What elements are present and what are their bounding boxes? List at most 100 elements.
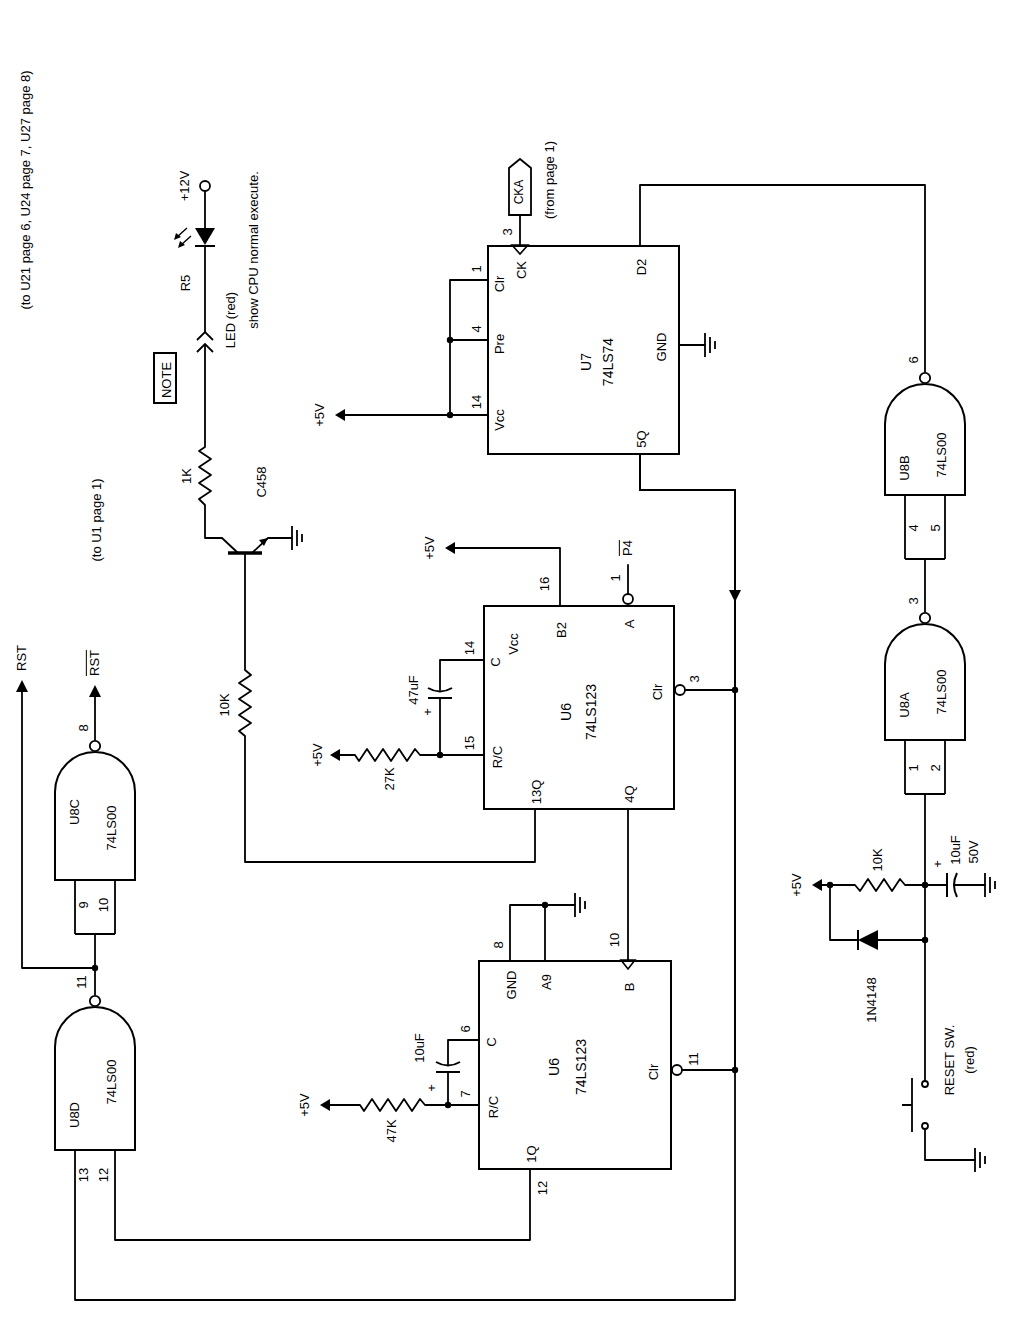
pin-number: 6 bbox=[459, 1025, 473, 1032]
net-label: +5V bbox=[298, 1093, 312, 1117]
diode-symbol bbox=[857, 930, 859, 950]
part-label: 74LS00 bbox=[105, 806, 119, 851]
part-label: 74LS74 bbox=[601, 338, 616, 386]
net-label: 50V bbox=[967, 840, 981, 863]
net-label: LED (red) bbox=[224, 292, 238, 348]
connector-symbol bbox=[197, 332, 213, 352]
resistor-symbol bbox=[330, 1099, 478, 1111]
supply-arrow bbox=[335, 409, 345, 421]
pin-number: 3 bbox=[907, 597, 921, 604]
wire bbox=[544, 905, 546, 960]
pin-number: 9 bbox=[77, 901, 91, 908]
input-lead bbox=[905, 740, 945, 794]
pin-name: Vcc bbox=[507, 633, 521, 655]
wire bbox=[447, 1072, 449, 1105]
inversion-bubble bbox=[623, 594, 633, 604]
pin-number: 4 bbox=[470, 325, 484, 332]
supply-arrow bbox=[320, 1099, 330, 1111]
net-label: 10uF bbox=[949, 835, 963, 865]
pin-name: B2 bbox=[555, 622, 569, 638]
pin-number: 8 bbox=[492, 941, 506, 948]
pin-name: C bbox=[485, 1037, 499, 1046]
ground-symbol bbox=[292, 526, 302, 550]
supply-arrow bbox=[16, 680, 28, 692]
net-label: 10K bbox=[871, 848, 885, 871]
diode-symbol bbox=[858, 930, 878, 950]
inversion-bubble bbox=[920, 373, 930, 383]
wire bbox=[252, 538, 292, 553]
net-label: RST bbox=[88, 650, 102, 676]
net-label: RESET SW. bbox=[943, 1025, 957, 1096]
resistor-symbol bbox=[199, 344, 925, 1111]
pin-number: 6 bbox=[907, 356, 921, 363]
pin-name: R/C bbox=[491, 746, 505, 768]
led-symbol bbox=[178, 241, 185, 248]
part-label: U8B bbox=[898, 455, 912, 480]
capacitor-symbol bbox=[428, 697, 452, 699]
pin-number: 2 bbox=[929, 764, 943, 771]
pin-number: 3 bbox=[501, 228, 515, 235]
part-label: U8C bbox=[68, 799, 82, 825]
pin-name: GND bbox=[655, 333, 669, 362]
junction-dot bbox=[827, 882, 833, 888]
junction-dot bbox=[447, 337, 453, 343]
junction-dot bbox=[437, 752, 443, 758]
wire bbox=[94, 697, 96, 740]
wire-connector bbox=[640, 455, 735, 1070]
diode-symbol bbox=[858, 930, 878, 950]
led-symbol bbox=[195, 228, 215, 245]
wire bbox=[878, 939, 925, 941]
net-label: (red) bbox=[963, 1046, 977, 1073]
inversion-bubble bbox=[675, 685, 685, 695]
pin-number: 10 bbox=[608, 933, 622, 947]
net-label: 1K bbox=[180, 468, 194, 484]
terminal-circle bbox=[922, 1081, 928, 1087]
pin-number: 1 bbox=[609, 574, 623, 581]
capacitor-symbol bbox=[436, 1062, 460, 1066]
pin-name: Clr bbox=[647, 1064, 661, 1081]
pin-number: 8 bbox=[77, 724, 91, 731]
clock-marker bbox=[512, 245, 635, 969]
pin-number: 1 bbox=[470, 265, 484, 272]
flag-outline bbox=[509, 159, 531, 215]
wire bbox=[439, 698, 441, 755]
net-label: +5V bbox=[313, 403, 327, 427]
pin-name: 5Q bbox=[635, 430, 649, 447]
wire bbox=[450, 339, 487, 341]
pin-name: B bbox=[623, 983, 637, 992]
pin-number: 4 bbox=[907, 524, 921, 531]
capacitor-symbol bbox=[436, 1071, 460, 1073]
pin-number: 15 bbox=[463, 736, 477, 750]
pin-name: C bbox=[489, 657, 503, 666]
wire-connector bbox=[924, 560, 926, 612]
net-label: 27K bbox=[383, 767, 397, 790]
junction-dot bbox=[922, 882, 928, 888]
wire bbox=[830, 885, 858, 940]
led-symbol bbox=[174, 228, 215, 248]
input-lead bbox=[905, 495, 945, 559]
pin-number: 7 bbox=[459, 1090, 473, 1097]
ic-chip: U674LS123GNDA9BCR/CClr1Q bbox=[478, 960, 672, 1170]
net-label: 47uF bbox=[407, 675, 421, 705]
pin-number: 13 bbox=[77, 1168, 91, 1182]
pin-number: 1 bbox=[907, 764, 921, 771]
pin-name: Clr bbox=[493, 276, 507, 293]
terminal-circle bbox=[200, 181, 928, 1129]
net-label: 47K bbox=[385, 1119, 399, 1142]
capacitor-symbol bbox=[954, 873, 957, 897]
junction-dot bbox=[92, 337, 928, 1108]
part-label: U7 bbox=[579, 353, 594, 371]
inversion-bubble bbox=[90, 741, 100, 751]
input-lead bbox=[75, 880, 115, 934]
net-label: 10K bbox=[218, 693, 232, 716]
wire-connector bbox=[640, 185, 925, 372]
pin-number: 5 bbox=[929, 524, 943, 531]
net-label: (to U1 page 1) bbox=[90, 478, 104, 561]
terminal-circle bbox=[922, 1123, 928, 1129]
wire bbox=[448, 1040, 478, 1065]
pin-number: 11 bbox=[75, 975, 89, 989]
ground-symbol bbox=[975, 1148, 985, 1172]
supply-arrow bbox=[445, 542, 455, 554]
